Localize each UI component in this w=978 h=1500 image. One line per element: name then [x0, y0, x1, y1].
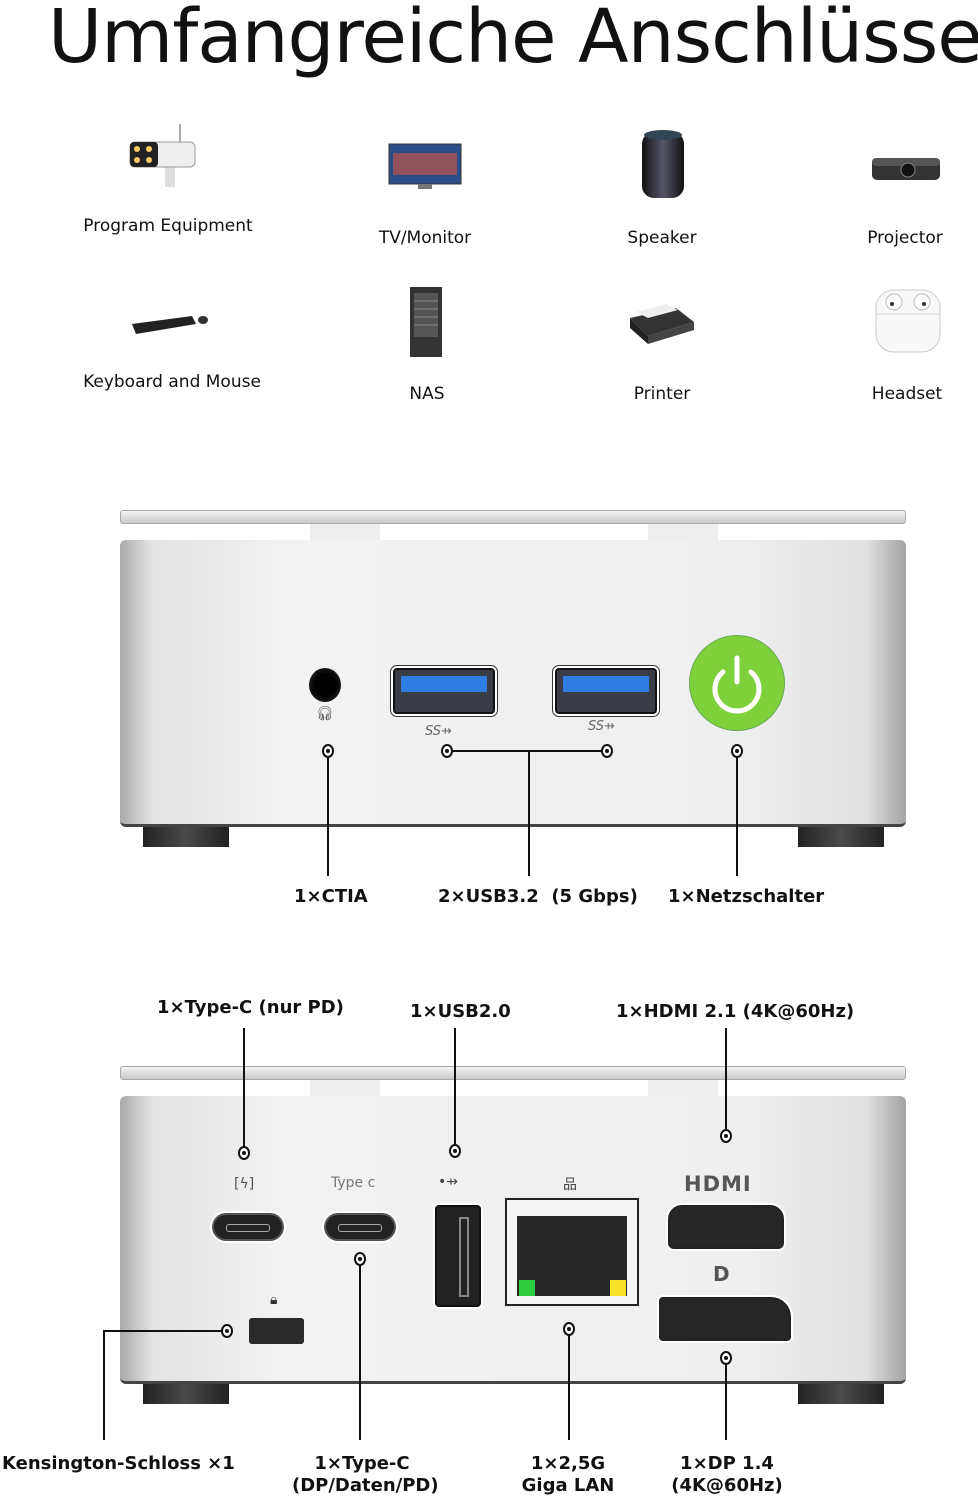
callout-usb20: 1×USB2.0	[410, 1001, 511, 1022]
device-label: Headset	[871, 384, 943, 404]
power-delivery-icon: [ϟ]	[234, 1176, 255, 1192]
headset-icon: 🎧︎	[316, 706, 334, 722]
typec-port	[324, 1213, 396, 1241]
earbuds-icon	[875, 289, 941, 353]
hdmi-logo: HDMI	[684, 1172, 752, 1196]
nas-icon	[410, 287, 442, 357]
device-label: Speaker	[627, 228, 697, 248]
usb3-port	[555, 668, 657, 714]
kensington-slot	[249, 1318, 304, 1344]
callout-kensington: Kensington-Schloss ×1	[2, 1453, 235, 1474]
displayport-logo: D	[713, 1262, 730, 1286]
device-label: Projector	[867, 228, 943, 248]
lock-icon: 🔒︎	[270, 1292, 278, 1308]
device-label: TV/Monitor	[378, 228, 472, 248]
keyboard-mouse-icon	[132, 316, 208, 334]
security-camera-icon	[129, 124, 196, 187]
usb-icon: •⇸	[438, 1174, 458, 1190]
typec-pd-port	[212, 1213, 284, 1241]
callout-line: Giga LAN	[521, 1475, 615, 1496]
callout-dp: 1×DP 1.4(4K@60Hz)	[668, 1453, 786, 1497]
printer-icon	[630, 304, 694, 344]
audio-jack	[309, 668, 341, 702]
superspeed-usb-icon: SS⇸	[588, 719, 615, 734]
device-label: Program Equipment	[83, 216, 253, 236]
callout-usb32: 2×USB3.2 (5 Gbps)	[438, 886, 638, 907]
power-button	[690, 636, 784, 730]
typec-label: Type c	[331, 1175, 376, 1191]
callout-ctia: 1×CTIA	[294, 886, 368, 907]
hdmi-port	[668, 1205, 784, 1249]
device-label: Keyboard and Mouse	[83, 372, 261, 392]
callout-line: 1×DP 1.4	[680, 1453, 774, 1474]
device-label: Printer	[633, 384, 691, 404]
network-icon: 品	[563, 1177, 577, 1193]
projector-icon	[872, 158, 940, 180]
power-icon	[712, 655, 762, 714]
callout-typec-dp: 1×Type-C(DP/Daten/PD)	[292, 1453, 439, 1497]
usb2-port	[435, 1205, 481, 1307]
callout-line: 1×Type-C	[314, 1453, 410, 1474]
displayport-port	[659, 1297, 791, 1341]
speaker-icon	[642, 130, 684, 198]
monitor-icon	[388, 143, 462, 189]
device-label: NAS	[409, 384, 445, 404]
callout-line: (DP/Daten/PD)	[292, 1475, 439, 1496]
superspeed-usb-icon: SS⇸	[425, 724, 452, 739]
callout-line: (4K@60Hz)	[671, 1475, 783, 1496]
callout-hdmi: 1×HDMI 2.1 (4K@60Hz)	[616, 1001, 855, 1022]
callout-line: 1×2,5G	[530, 1453, 606, 1474]
callout-typec-pd: 1×Type-C (nur PD)	[157, 997, 344, 1018]
usb3-port	[393, 668, 495, 714]
ethernet-port	[505, 1198, 639, 1306]
callout-power-switch: 1×Netzschalter	[668, 886, 825, 907]
page-title: Umfangreiche Anschlüsse	[48, 0, 978, 80]
